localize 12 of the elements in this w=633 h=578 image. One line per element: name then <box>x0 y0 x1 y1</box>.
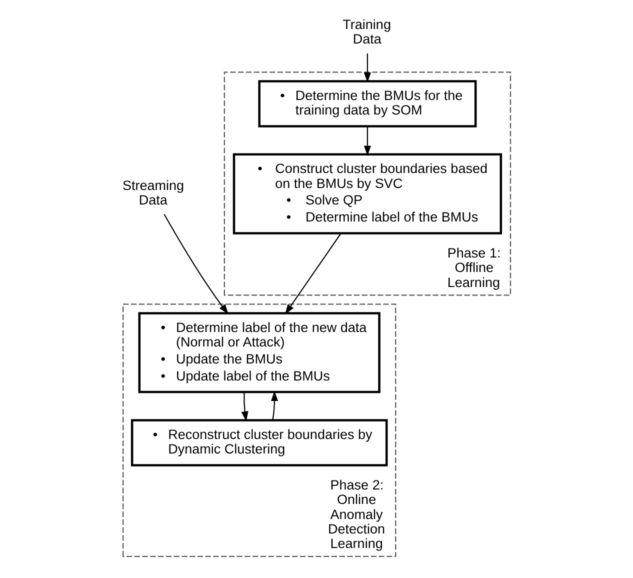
node-text: Training Data <box>342 16 391 47</box>
arrow <box>364 126 372 156</box>
arrow <box>241 392 248 422</box>
node-text: Streaming Data <box>122 178 184 208</box>
node-box: • Determine label of the new data (Normal or Attack) • Update the BMUs • Update label of the BMUs <box>138 312 380 394</box>
arrow <box>284 232 342 314</box>
arrow <box>270 390 278 420</box>
node-box: • Reconstruct cluster boundaries by Dynamic Clustering <box>130 419 388 466</box>
arrow <box>364 53 372 83</box>
node-box: • Determine the BMUs for the training data by SOM <box>258 80 477 128</box>
arrow <box>164 214 228 314</box>
node-box: • Construct cluster boundaries based on the BMUs by SVC • Solve QP • Determine label of the BMUs <box>232 153 502 234</box>
